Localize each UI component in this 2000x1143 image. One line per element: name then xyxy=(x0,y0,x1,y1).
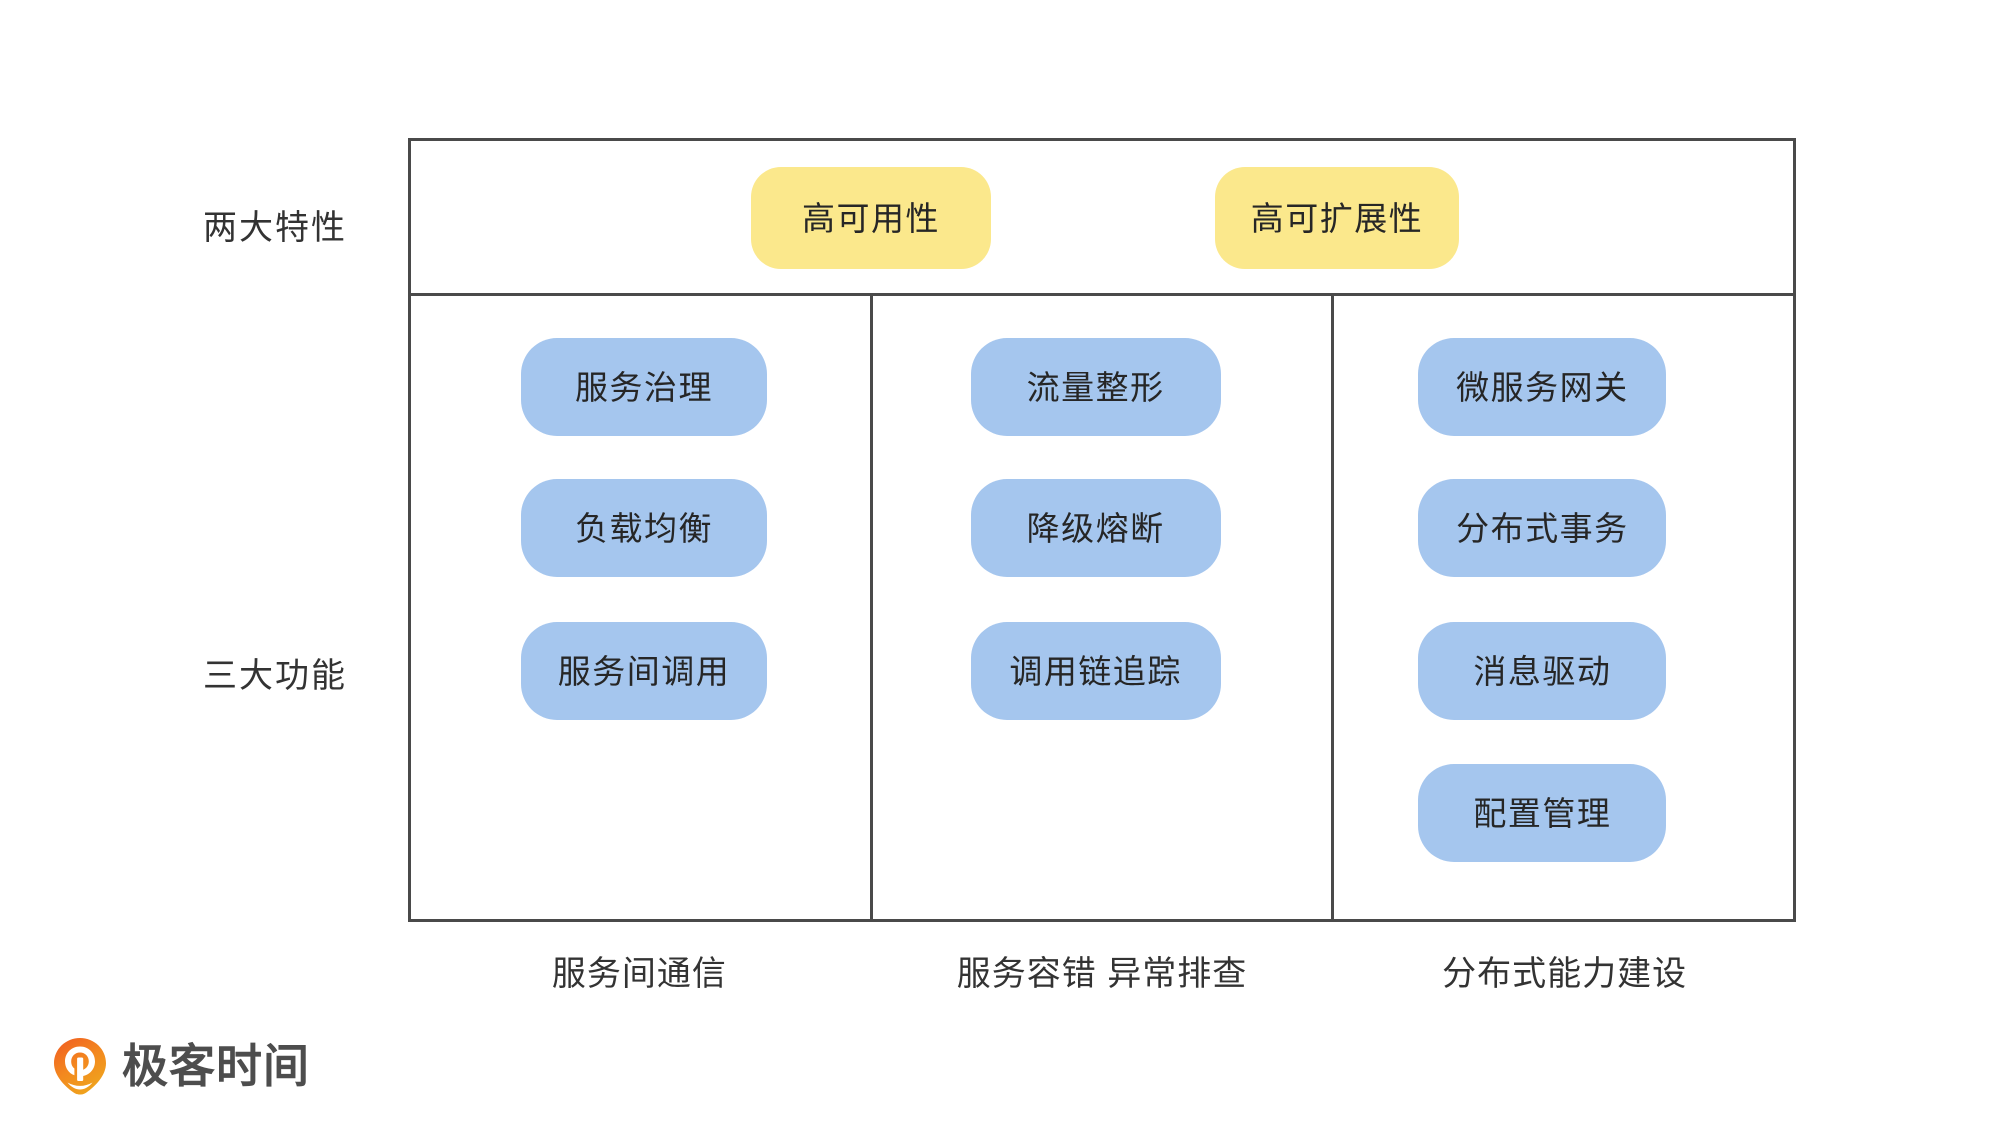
functions-row: 服务治理 负载均衡 服务间调用 流量整形 降级熔断 调用链追踪 微服务网关 分布… xyxy=(411,296,1793,919)
function-pill-service-governance[interactable]: 服务治理 xyxy=(521,338,767,436)
function-pill-message-driven[interactable]: 消息驱动 xyxy=(1418,622,1667,720)
function-pill-microservice-gateway[interactable]: 微服务网关 xyxy=(1418,338,1667,436)
capability-matrix: 高可用性 高可扩展性 服务治理 负载均衡 服务间调用 流量整形 降级熔断 调用链… xyxy=(408,138,1796,922)
function-pill-degradation-circuit-breaking[interactable]: 降级熔断 xyxy=(970,479,1221,577)
function-column-distributed-capability: 微服务网关 分布式事务 消息驱动 配置管理 xyxy=(1331,296,1793,919)
function-pill-call-chain-tracing[interactable]: 调用链追踪 xyxy=(970,622,1221,720)
function-pill-distributed-transaction[interactable]: 分布式事务 xyxy=(1418,479,1667,577)
row-label-features: 两大特性 xyxy=(203,209,347,247)
function-column-fault-tolerance: 流量整形 降级熔断 调用链追踪 xyxy=(869,296,1332,919)
brand-logo: 极客时间 xyxy=(52,1037,310,1095)
features-row: 高可用性 高可扩展性 xyxy=(411,141,1793,296)
geek-time-pin-icon xyxy=(52,1037,108,1095)
column-caption-distributed-capability: 分布式能力建设 xyxy=(1442,954,1688,993)
feature-pill-high-scalability[interactable]: 高可扩展性 xyxy=(1215,167,1459,269)
function-pill-load-balancing[interactable]: 负载均衡 xyxy=(521,479,767,577)
feature-pill-high-availability[interactable]: 高可用性 xyxy=(751,167,991,269)
column-captions: 服务间通信 服务容错 异常排查 分布式能力建设 xyxy=(408,940,1796,1000)
column-caption-fault-tolerance: 服务容错 异常排查 xyxy=(956,954,1248,993)
column-caption-service-communication: 服务间通信 xyxy=(551,954,727,993)
function-pill-inter-service-call[interactable]: 服务间调用 xyxy=(521,622,767,720)
function-column-service-communication: 服务治理 负载均衡 服务间调用 xyxy=(411,296,870,919)
function-pill-configuration-management[interactable]: 配置管理 xyxy=(1418,764,1667,862)
row-label-functions: 三大功能 xyxy=(203,657,347,695)
function-pill-traffic-shaping[interactable]: 流量整形 xyxy=(970,338,1221,436)
brand-logo-text: 极客时间 xyxy=(122,1040,310,1092)
